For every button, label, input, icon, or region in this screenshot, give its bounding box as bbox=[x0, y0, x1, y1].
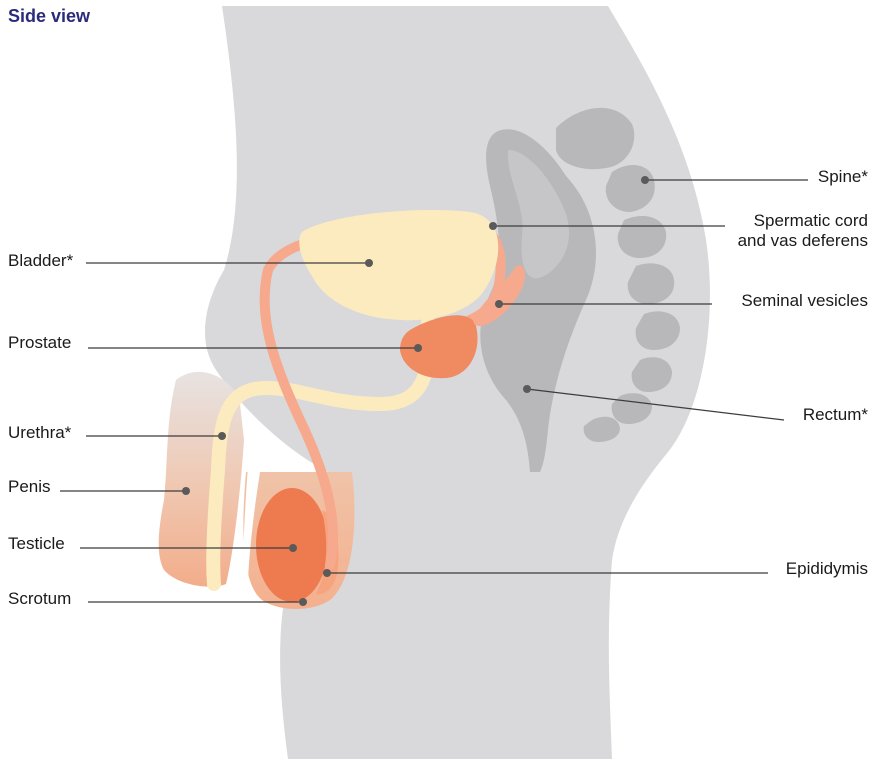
label-spine: Spine* bbox=[818, 167, 868, 186]
label-seminal-vesicles: Seminal vesicles bbox=[741, 291, 868, 310]
label-spermatic-cord-line1: Spermatic cord bbox=[754, 211, 868, 230]
label-epididymis: Epididymis bbox=[786, 559, 868, 578]
label-urethra: Urethra* bbox=[8, 423, 72, 442]
label-rectum: Rectum* bbox=[803, 405, 869, 424]
label-spermatic-cord-line2: and vas deferens bbox=[738, 231, 868, 250]
label-prostate: Prostate bbox=[8, 333, 71, 352]
label-testicle: Testicle bbox=[8, 534, 65, 553]
label-bladder: Bladder* bbox=[8, 251, 74, 270]
label-penis: Penis bbox=[8, 477, 51, 496]
label-scrotum: Scrotum bbox=[8, 589, 71, 608]
diagram-title: Side view bbox=[8, 6, 91, 26]
